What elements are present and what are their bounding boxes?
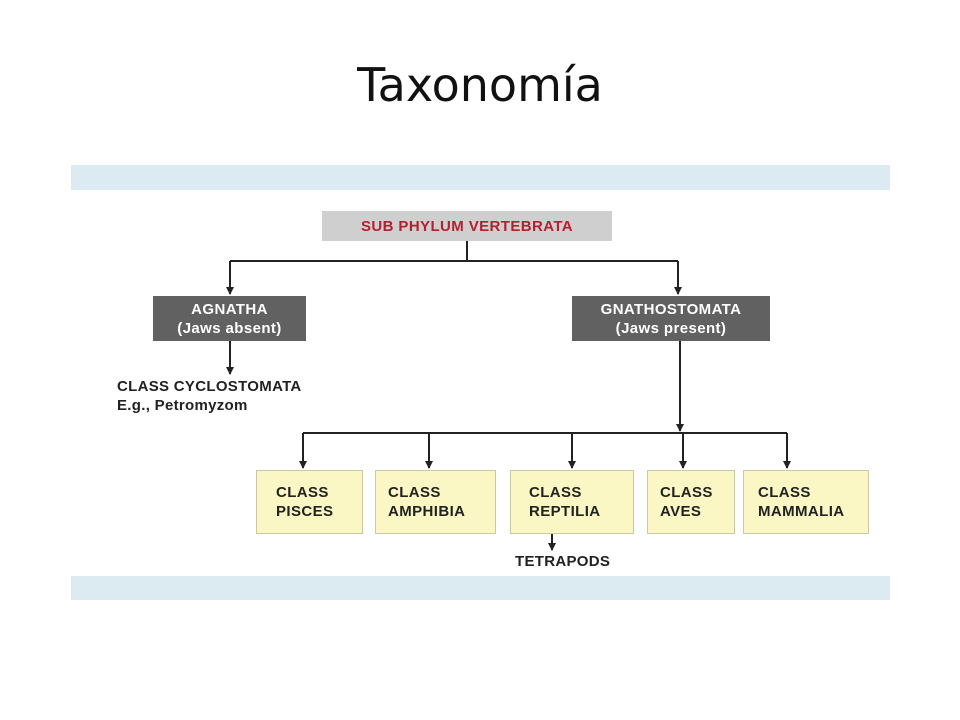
root-label: SUB PHYLUM VERTEBRATA — [360, 217, 573, 235]
root-node-vertebrata: SUB PHYLUM VERTEBRATA — [322, 211, 612, 241]
agnatha-name: AGNATHA — [191, 300, 268, 318]
bottom-band — [71, 576, 890, 600]
top-band — [71, 165, 890, 190]
class-label: CLASS — [758, 484, 811, 501]
class-node-mammalia: CLASS MAMMALIA — [743, 470, 869, 534]
class-name: PISCES — [276, 503, 334, 520]
agnatha-note: (Jaws absent) — [177, 319, 282, 337]
cyclostomata-name: CLASS CYCLOSTOMATA — [117, 378, 302, 395]
gnathostomata-note: (Jaws present) — [615, 319, 727, 337]
class-node-pisces: CLASS PISCES — [256, 470, 363, 534]
class-node-reptilia: CLASS REPTILIA — [510, 470, 634, 534]
class-label: CLASS — [388, 484, 441, 501]
class-node-amphibia: CLASS AMPHIBIA — [375, 470, 496, 534]
class-label: CLASS — [660, 484, 713, 501]
gnathostomata-name: GNATHOSTOMATA — [600, 300, 742, 318]
class-name: AVES — [660, 503, 702, 520]
agnatha-node: AGNATHA (Jaws absent) — [153, 296, 306, 341]
class-name: MAMMALIA — [758, 503, 845, 520]
slide-title: Taxonomía — [357, 58, 603, 112]
class-node-aves: CLASS AVES — [647, 470, 735, 534]
tetrapods-label: TETRAPODS — [515, 553, 611, 570]
class-name: REPTILIA — [529, 503, 601, 520]
class-label: CLASS — [276, 484, 329, 501]
class-name: AMPHIBIA — [388, 503, 466, 520]
gnathostomata-node: GNATHOSTOMATA (Jaws present) — [572, 296, 770, 341]
cyclostomata-example: E.g., Petromyzom — [117, 397, 248, 414]
class-label: CLASS — [529, 484, 582, 501]
cyclostomata-label: CLASS CYCLOSTOMATA E.g., Petromyzom — [117, 377, 302, 415]
